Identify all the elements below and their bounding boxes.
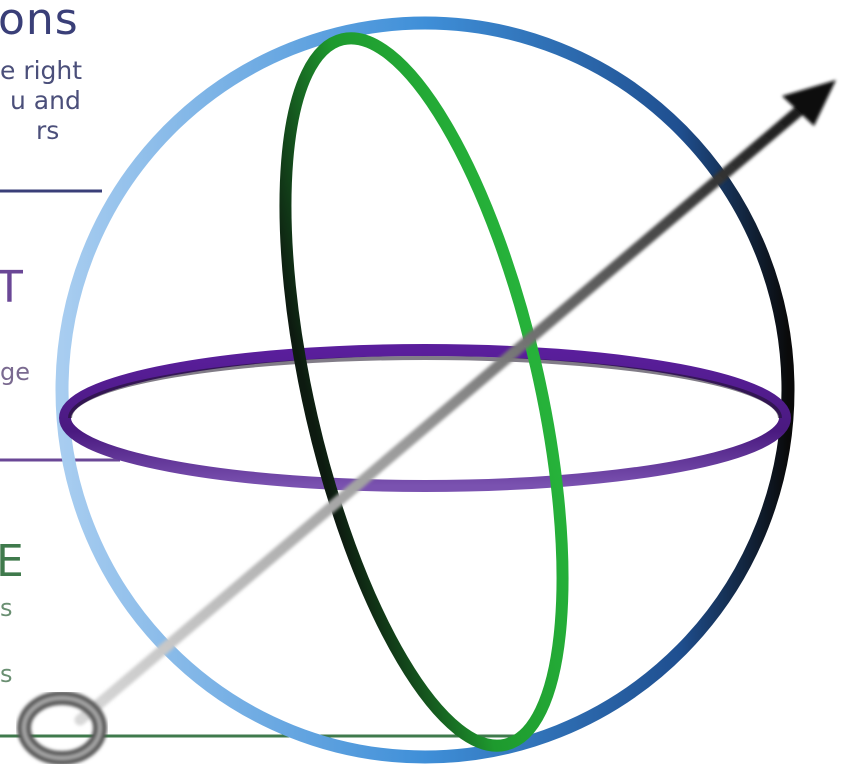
grab-ring-icon (24, 698, 100, 758)
axis-arrow-icon (80, 80, 836, 720)
vertical-ring (231, 13, 618, 770)
horizontal-ring (65, 350, 785, 486)
